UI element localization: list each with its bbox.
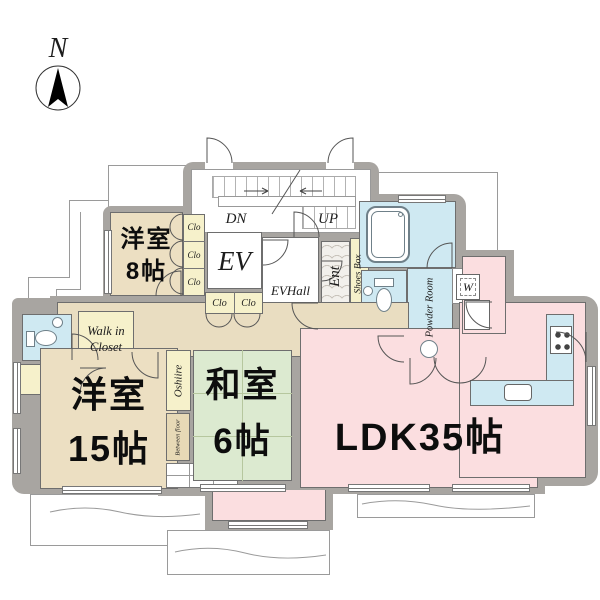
oshiire-closet [166,350,191,411]
window [13,362,21,414]
outline-line [69,200,109,201]
toilet-right-sink [363,286,373,296]
door-opening [326,162,354,170]
washer-label: W [463,279,473,294]
balcony-right [357,494,535,518]
balcony-left [30,494,206,546]
stove [550,326,572,354]
window [200,484,286,492]
outline-line [69,200,70,278]
shoes-box-label: Shoes Box [354,254,364,294]
window [228,521,308,529]
clo-pair-label-1: Clo [212,297,227,309]
balcony-center [167,530,330,575]
closet-divider [183,241,205,242]
refrigerator [464,300,490,330]
outline-line [28,277,70,278]
stairs-down-label: DN [225,210,247,227]
outline-line [108,165,109,207]
window [104,230,112,294]
powder-room-label: Powder Room [424,277,436,337]
powder-sink [420,340,438,358]
bathtub [366,206,410,263]
toilet-left-bowl [35,330,57,346]
outline-line [108,165,188,166]
window [452,484,530,492]
outline-line [80,212,81,290]
room-ldk-lower [212,490,326,521]
room-ldk-label: LDK35帖 [334,417,506,459]
window [587,366,596,426]
outline-line [28,277,29,299]
walk-in-closet-label: Walk in Closet [87,323,125,354]
ev-hall-label: EVHall [271,283,310,298]
closet-divider [234,292,235,314]
window [13,428,21,474]
room-western-8-size: 8帖 [125,258,168,285]
stair-handrail [218,196,356,207]
kitchen-sink [504,384,532,401]
toilet-left-sink [52,317,63,328]
window [62,486,162,494]
closet-column [183,214,205,296]
compass-icon [35,65,81,111]
outline-line [378,172,498,173]
washer-box [456,274,480,300]
window [348,484,430,492]
room-western-15-label: 洋室 [70,374,147,415]
room-japanese-6-label: 和室 [205,365,280,405]
tatami-line [193,393,292,394]
toilet-right-bowl [376,288,392,312]
outline-line [56,289,57,301]
door-opening [205,162,233,170]
between-floor-cell [166,413,190,461]
closet-divider [183,268,205,269]
toilet-left-tank [26,331,35,347]
elevator-label: EV [218,245,251,276]
room-western-8-label: 洋室 [120,226,173,253]
tatami-line [242,350,243,481]
bath-drain [398,212,403,217]
clo-label-1: Clo [187,222,201,232]
outline-line [56,289,81,290]
elevator-room [207,232,262,289]
tatami-line [193,436,292,437]
stairs-up-label: UP [318,210,338,227]
clo-pair-label-2: Clo [241,297,256,309]
clo-label-2: Clo [187,250,201,260]
toilet-right-tank [374,278,394,287]
bath-window [398,195,446,203]
stair-treads-upper [212,176,356,198]
compass-north-label: N [48,33,68,64]
room-western-15-size: 15帖 [67,428,151,469]
clo-label-3: Clo [187,277,201,287]
entrance-label: Ent [327,265,343,287]
outline-line [497,172,498,312]
room-japanese-6-size: 6帖 [213,421,272,461]
